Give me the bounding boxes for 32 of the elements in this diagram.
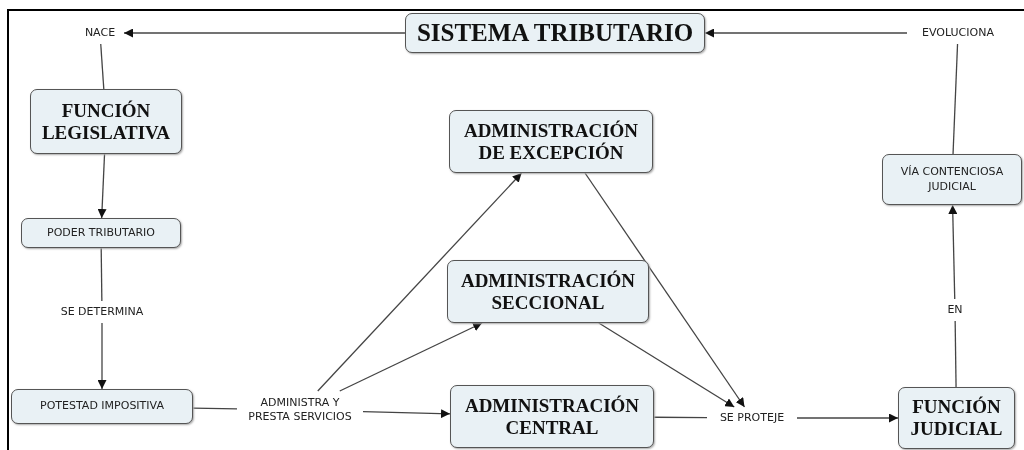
linking-phrase: EN <box>945 302 965 318</box>
concept-box: POTESTAD IMPOSITIVA <box>11 389 193 424</box>
arrow <box>339 322 483 392</box>
concept-box: SISTEMA TRIBUTARIO <box>405 13 705 53</box>
linking-phrase: SE PROTEJE <box>710 410 794 426</box>
arrow <box>362 409 451 419</box>
connector-line <box>192 407 238 410</box>
concept-box: ADMINISTRACIÓN CENTRAL <box>450 385 654 448</box>
arrow <box>123 28 406 38</box>
connector-line <box>952 43 959 155</box>
arrow <box>317 172 523 392</box>
arrow <box>948 204 958 300</box>
concept-box: PODER TRIBUTARIO <box>21 218 181 248</box>
linking-phrase: ADMINISTRA Y PRESTA SERVICIOS <box>240 394 360 426</box>
arrow <box>704 28 908 38</box>
concept-box: ADMINISTRACIÓN SECCIONAL <box>447 260 649 323</box>
concept-box: VÍA CONTENCIOSA JUDICIAL <box>882 154 1022 205</box>
arrow <box>796 413 899 423</box>
connector-line <box>100 247 103 302</box>
linking-phrase: SE DETERMINA <box>47 304 157 320</box>
arrow <box>584 172 746 408</box>
arrow <box>598 322 735 408</box>
connector-line <box>954 320 957 388</box>
concept-box: FUNCIÓN JUDICIAL <box>898 387 1015 449</box>
arrow <box>97 153 107 219</box>
connector-line <box>653 416 708 419</box>
connector-line <box>100 43 105 90</box>
linking-phrase: NACE <box>79 25 121 41</box>
arrow <box>97 322 107 390</box>
concept-box: FUNCIÓN LEGISLATIVA <box>30 89 182 154</box>
linking-phrase: EVOLUCIONA <box>910 25 1006 41</box>
concept-box: ADMINISTRACIÓN DE EXCEPCIÓN <box>449 110 653 173</box>
